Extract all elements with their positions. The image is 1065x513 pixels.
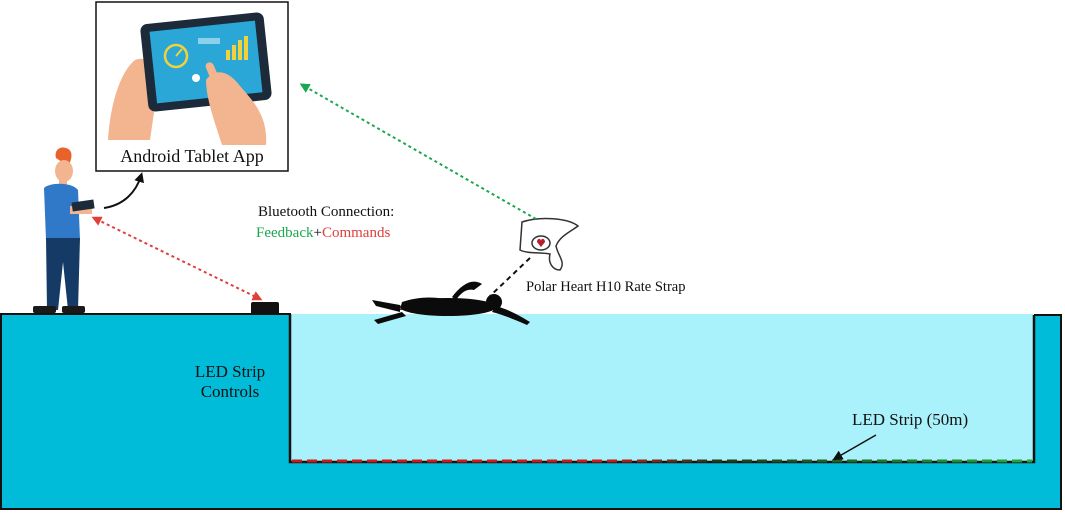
- feedback-label: Feedback: [256, 225, 314, 241]
- led-strip-pointer: [832, 434, 877, 460]
- tablet-in-hands-icon: [108, 12, 272, 145]
- pool: [0, 313, 1062, 510]
- bluetooth-link-arrow: [91, 216, 263, 301]
- led-controls-line1: LED Strip: [194, 362, 266, 381]
- commands-label: Commands: [321, 225, 391, 241]
- controller-box-icon: [251, 302, 279, 315]
- bluetooth-detail: Feedback+Commands: [256, 225, 390, 242]
- heart-rate-strap-icon: [519, 217, 580, 271]
- person-with-tablet-icon: [33, 147, 95, 313]
- swimmer-silhouette-icon: [372, 281, 530, 325]
- coach-to-tablet-arrow: [103, 172, 144, 209]
- tablet-app-label: Android Tablet App: [120, 146, 264, 166]
- bluetooth-title: Bluetooth Connection:: [258, 204, 395, 220]
- tablet-panel: [95, 1, 289, 172]
- pool-water: [290, 314, 1034, 462]
- feedback-arrow: [299, 83, 537, 220]
- led-controls-label: LED Strip Controls: [174, 362, 286, 403]
- strap-pointer: [489, 257, 531, 297]
- led-controls-line2: Controls: [200, 382, 260, 402]
- led-strip-label: LED Strip (50m): [852, 410, 969, 429]
- heart-strap-label: Polar Heart H10 Rate Strap: [526, 279, 686, 295]
- plus-label: +: [313, 225, 322, 241]
